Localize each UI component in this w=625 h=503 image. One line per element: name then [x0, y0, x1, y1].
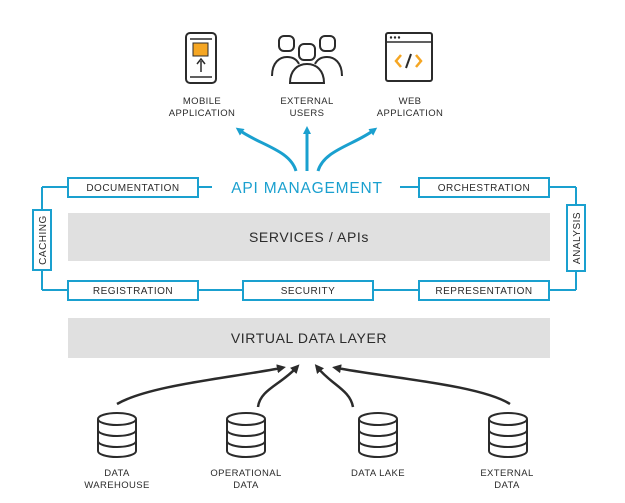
consumer-label-line1: MOBILE — [183, 96, 221, 107]
consumer-label-line2: USERS — [290, 108, 325, 119]
source-label-line2: DATA — [494, 480, 520, 491]
api-management-frame — [41, 186, 577, 291]
users-group-icon — [271, 35, 343, 84]
consumer-label-line1: WEB — [399, 96, 422, 107]
source-label-line2: DATA — [233, 480, 259, 491]
api-management-title: API MANAGEMENT — [231, 180, 383, 197]
orchestration-box — [418, 177, 550, 198]
analysis-box — [566, 204, 586, 272]
database-icon — [358, 412, 398, 458]
source-label-line1: DATA LAKE — [351, 468, 405, 479]
consumer-label-line2: APPLICATION — [377, 108, 444, 119]
analysis-label: ANALYSIS — [572, 212, 583, 264]
web-browser-code-icon — [385, 32, 433, 82]
source-label-line1: DATA — [104, 468, 130, 479]
database-icon — [226, 412, 266, 458]
consumer-label-line1: EXTERNAL — [280, 96, 333, 107]
api-to-consumers-arrows — [235, 126, 378, 172]
mobile-phone-icon — [185, 32, 217, 84]
documentation-label: DOCUMENTATION — [86, 183, 179, 194]
security-box — [242, 280, 374, 301]
consumer-label-line2: APPLICATION — [169, 108, 236, 119]
registration-box — [67, 280, 199, 301]
caching-label: CACHING — [38, 215, 49, 265]
documentation-box — [67, 177, 199, 198]
orchestration-label: ORCHESTRATION — [438, 183, 530, 194]
source-label-line1: EXTERNAL — [480, 468, 533, 479]
virtual-data-layer-label: VIRTUAL DATA LAYER — [231, 330, 387, 346]
database-icon — [97, 412, 137, 458]
database-icon — [488, 412, 528, 458]
services-apis-label: SERVICES / APIs — [249, 229, 369, 245]
source-label-line1: OPERATIONAL — [210, 468, 281, 479]
representation-box — [418, 280, 550, 301]
representation-label: REPRESENTATION — [435, 286, 532, 297]
services-apis-band — [68, 213, 550, 261]
sources-to-virtual-layer-arrows — [116, 364, 511, 408]
security-label: SECURITY — [281, 286, 336, 297]
source-label-line2: WAREHOUSE — [84, 480, 150, 491]
virtual-data-layer-band — [68, 318, 550, 358]
registration-label: REGISTRATION — [93, 286, 173, 297]
caching-box — [32, 209, 52, 271]
